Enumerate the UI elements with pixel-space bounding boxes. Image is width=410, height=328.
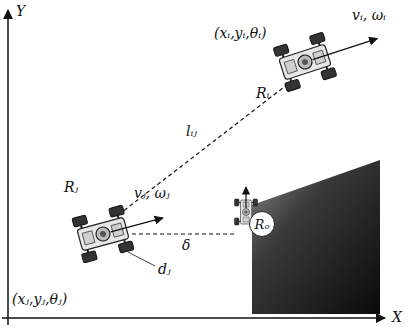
axis-label: X: [392, 310, 402, 325]
size-label: dⱼ: [158, 262, 171, 277]
distance-label: lᵢⱼ: [186, 124, 197, 139]
velocity-label: vᵢ, ωᵢ: [352, 8, 386, 23]
robot-label: Rⱼ: [64, 180, 78, 195]
axis-label: Y: [16, 4, 25, 19]
robot-label: Rₒ: [255, 217, 270, 232]
velocity-label: vⱼ, ωⱼ: [134, 186, 170, 201]
pose-label: (xᵢ,yᵢ,θᵢ): [214, 26, 267, 41]
robot-circle: Rₒ: [249, 211, 275, 237]
distance-label: δ: [182, 238, 190, 253]
pose-label: (xⱼ,yⱼ,θⱼ): [12, 292, 67, 307]
robot-label: Rᵢ: [256, 86, 269, 101]
